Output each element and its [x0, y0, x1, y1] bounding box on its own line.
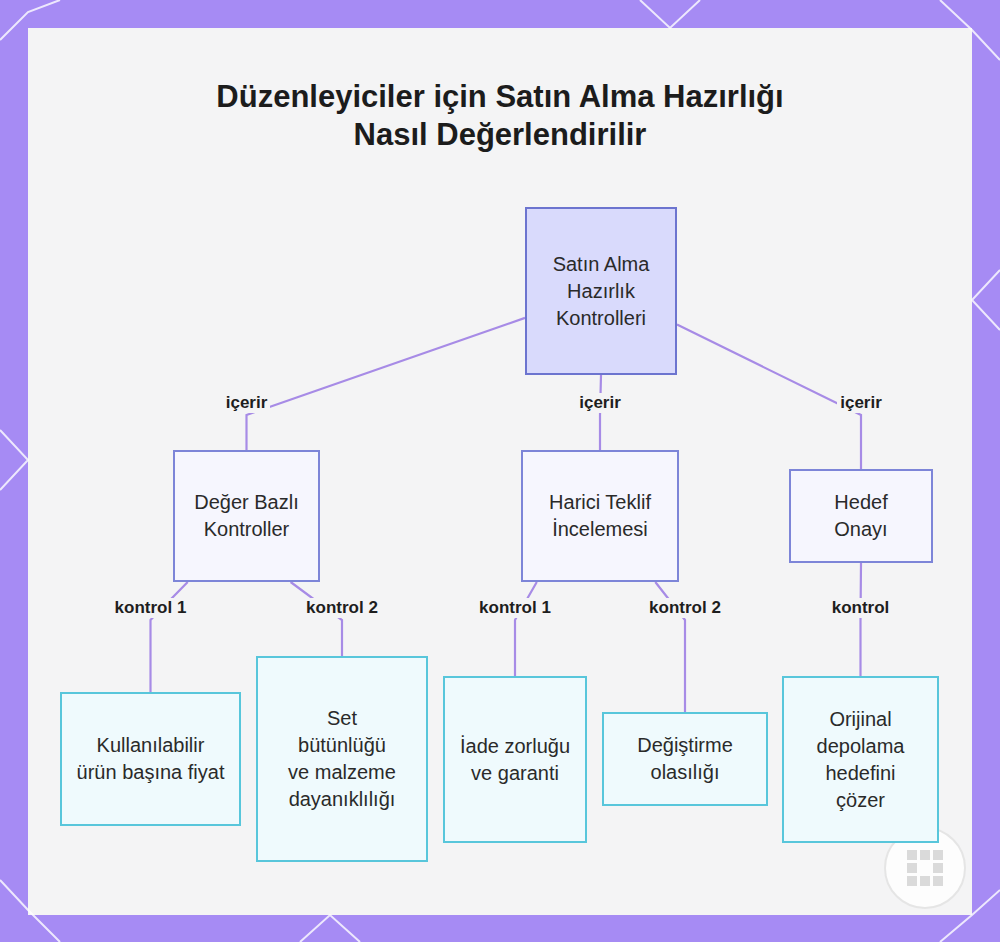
category-box: Hedef Onayı — [789, 469, 933, 563]
connector-line — [677, 325, 861, 469]
diagram-title: Düzenleyiciler için Satın Alma Hazırlığı… — [210, 78, 790, 154]
node-text: Satın Alma Hazırlık Kontrolleri — [551, 251, 651, 332]
category-box: Değer Bazlı Kontroller — [173, 450, 320, 582]
edge-label: içerir — [223, 393, 271, 413]
category-box: Harici Teklif İncelemesi — [521, 450, 679, 582]
edge-label: kontrol — [829, 598, 893, 618]
edge-label: kontrol 1 — [112, 598, 190, 618]
check-box: Değiştirme olasılığı — [602, 712, 768, 806]
check-box: Orijinal depolama hedefini çözer — [782, 676, 939, 843]
edge-label: içerir — [576, 393, 624, 413]
check-box: Set bütünlüğü ve malzeme dayanıklılığı — [256, 656, 428, 862]
node-text: Kullanılabilir ürün başına fiyat — [76, 732, 226, 786]
root-box: Satın Alma Hazırlık Kontrolleri — [525, 207, 677, 375]
node-text: Orijinal depolama hedefini çözer — [801, 706, 921, 814]
connector-line — [859, 563, 862, 676]
node-text: Set bütünlüğü ve malzeme dayanıklılığı — [287, 705, 397, 813]
node-text: İade zorluğu ve garanti — [458, 733, 573, 787]
edge-label: kontrol 2 — [303, 598, 381, 618]
connector-line — [291, 582, 342, 656]
check-box: Kullanılabilir ürün başına fiyat — [60, 692, 241, 826]
node-text: Harici Teklif İncelemesi — [545, 489, 655, 543]
edge-label: kontrol 2 — [646, 598, 724, 618]
connector-line — [515, 582, 537, 676]
check-box: İade zorluğu ve garanti — [443, 676, 587, 843]
connector-line — [247, 318, 526, 450]
edge-label: içerir — [837, 393, 885, 413]
node-text: Hedef Onayı — [806, 489, 916, 543]
edge-label: kontrol 1 — [476, 598, 554, 618]
node-text: Değer Bazlı Kontroller — [192, 489, 302, 543]
node-text: Değiştirme olasılığı — [620, 732, 750, 786]
